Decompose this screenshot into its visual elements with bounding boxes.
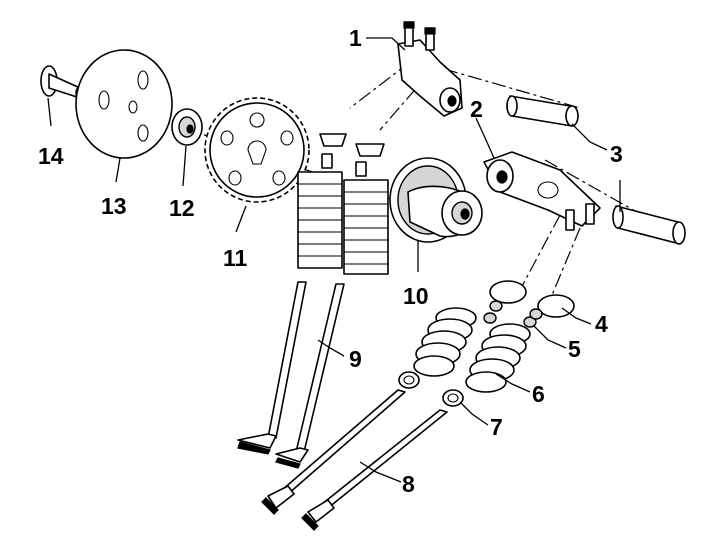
part-3-rocker-shaft-lower — [612, 205, 686, 245]
callout-labels: 1 2 3 4 5 6 7 8 9 10 11 12 13 14 — [38, 25, 623, 497]
part-5-valve-cotters — [483, 300, 543, 328]
callout-3: 3 — [610, 141, 623, 167]
part-13-cover-plate — [75, 49, 173, 159]
callout-10: 10 — [403, 283, 429, 309]
part-3-rocker-shaft-upper — [506, 95, 579, 127]
callout-7: 7 — [490, 414, 503, 440]
callout-6: 6 — [532, 381, 545, 407]
part-4-spring-retainers — [489, 280, 575, 318]
callout-1: 1 — [349, 25, 362, 51]
part-8-valves — [261, 389, 448, 531]
part-10-camshaft — [389, 157, 483, 243]
part-2-rocker-arm — [483, 151, 601, 231]
callout-4: 4 — [595, 311, 608, 337]
part-6-valve-springs — [413, 307, 531, 393]
callout-9: 9 — [349, 346, 362, 372]
callout-11: 11 — [223, 245, 248, 271]
part-12-washer — [171, 108, 203, 146]
callout-5: 5 — [568, 336, 581, 362]
part-9-valve-assembly-upper — [237, 133, 389, 469]
part-11-cam-sprocket — [204, 97, 310, 203]
part-7-valve-seals — [398, 371, 464, 407]
part-1-rocker-arm — [397, 21, 463, 117]
callout-8: 8 — [402, 471, 415, 497]
callout-2: 2 — [470, 96, 483, 122]
callout-12: 12 — [169, 195, 195, 221]
callout-14: 14 — [38, 143, 64, 169]
leader-lines — [47, 37, 621, 483]
callout-13: 13 — [101, 193, 127, 219]
